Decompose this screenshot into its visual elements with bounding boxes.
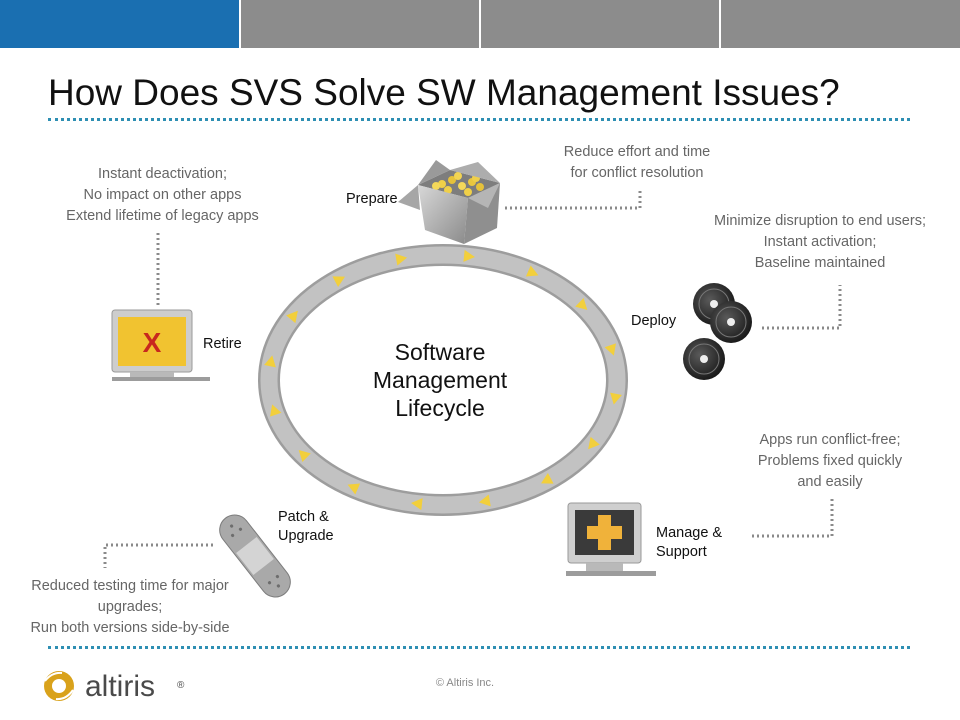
ring-arrow [411,498,423,511]
disc-icon [683,283,752,380]
connector-lines [103,190,842,568]
ring-arrow [298,450,311,462]
title-rule [48,118,910,121]
header-segment-gray-3 [721,0,960,48]
note-retire: Instant deactivation; No impact on other… [66,166,259,224]
connector-patch [103,543,213,568]
ring-arrow [264,355,276,368]
connector-deploy [762,285,842,330]
page-title: How Does SVS Solve SW Management Issues? [48,72,840,113]
ring-arrow [540,472,554,484]
monitor-plus-icon [566,502,656,576]
ring-arrow [588,436,600,450]
monitor-x-icon: X [111,309,210,381]
center-line: Software [394,339,486,365]
ring-arrow [525,265,539,277]
footer-rule [48,646,910,649]
header-bar [0,0,960,48]
stage-label-deploy: Deploy [631,313,677,329]
ring-arrow [463,249,475,262]
logo-text: altiris [85,670,155,703]
note-deploy: Minimize disruption to end users; Instan… [714,213,926,271]
header-segment-blue [0,0,239,48]
header-segment-gray-1 [241,0,479,48]
stage-label-retire: Retire [203,336,242,352]
header-segment-gray-2 [481,0,719,48]
ring-arrow [270,404,282,417]
ring-arrow [347,483,361,495]
stage-label-patch: Patch & Upgrade [278,509,334,544]
note-patch: Reduced testing time for major upgrades;… [30,578,230,636]
center-line: Management [372,367,508,393]
ring-arrow [286,310,298,324]
ring-arrow [395,253,408,266]
stage-label-prepare: Prepare [346,191,398,207]
connector-manage [752,496,834,538]
ring-arrow [332,276,346,288]
connector-prepare [505,190,642,210]
ring-arrow [610,392,622,405]
logo-registered: ® [177,680,185,691]
ring-arrow [575,298,588,310]
ring-arrow [604,343,616,356]
stage-label-manage: Manage & Support [656,525,723,560]
ring-arrows [264,249,622,511]
copyright: © Altiris Inc. [435,677,495,689]
retire-mark: X [143,327,162,358]
center-line: Lifecycle [395,395,485,421]
note-manage: Apps run conflict-free; Problems fixed q… [757,432,903,490]
note-prepare: Reduce effort and time for conflict reso… [563,144,711,181]
lifecycle-center-label: Software Management Lifecycle [340,338,540,422]
bandage-icon [219,514,291,598]
box-icon [398,160,500,244]
ring-arrow [478,494,491,507]
lifecycle-ring [258,244,628,516]
altiris-logo-icon [44,671,74,701]
